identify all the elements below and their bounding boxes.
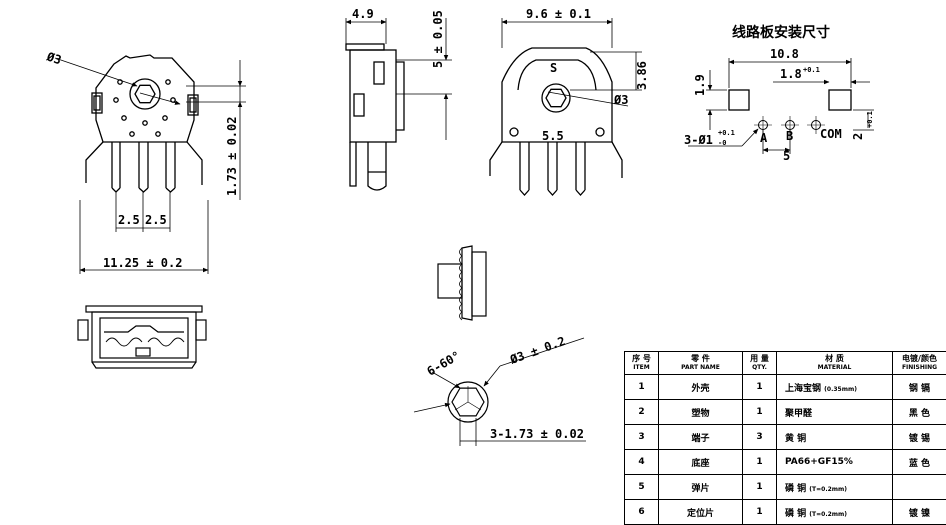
side-view <box>346 44 404 190</box>
side-width-label: 4.9 <box>352 7 374 21</box>
pcb-title: 线路板安装尺寸 <box>732 24 830 41</box>
rear-55-label: 5.5 <box>542 129 564 143</box>
pcb-holes-tol-plus: +0.1 <box>718 129 735 137</box>
table-row: 1 外壳 1 上海宝钢 (0.35mm) 钢 镉 <box>625 375 946 400</box>
shaft-dia-label: Ø3 ± 0.2 <box>507 334 567 367</box>
table-row: 4 底座 1 PA66+GF15% 蓝 色 <box>625 450 946 475</box>
pcb-d19-label: 1.9 <box>693 74 707 96</box>
front-height-label: 1.73 ± 0.02 <box>225 117 239 196</box>
pcb-d18-label: 1.8 <box>780 67 802 81</box>
front-phi3-label: Ø3 <box>44 49 63 67</box>
pcb-d2-tol: +0.1 <box>866 111 874 128</box>
rear-s-label: S <box>550 61 557 75</box>
shaft-side-view <box>438 246 486 320</box>
front-pitch-b-label: 2.5 <box>145 213 167 227</box>
rear-width-label: 9.6 ± 0.1 <box>526 7 591 21</box>
table-row: 3 端子 3 黄 铜 镀 锡 <box>625 425 946 450</box>
table-row: 2 塑物 1 聚甲醛 黑 色 <box>625 400 946 425</box>
pcb-d18-tol: +0.1 <box>803 66 820 74</box>
pcb-pin-com-label: COM <box>820 127 842 141</box>
bottom-view <box>78 306 206 368</box>
front-pitch-a-label: 2.5 <box>118 213 140 227</box>
front-view <box>86 55 202 192</box>
shaft-angle-label: 6-60° <box>425 348 463 378</box>
rear-phi3-label: Ø3 <box>613 93 628 107</box>
pcb-d2-label: 2 <box>851 133 865 140</box>
pcb-pin-a-label: A <box>760 131 768 145</box>
pcb-w108-label: 10.8 <box>770 47 799 61</box>
front-dimensions <box>55 58 246 274</box>
side-height-label: 5 ± 0.05 <box>431 10 445 68</box>
shaft-hex-label: 3-1.73 ± 0.02 <box>490 427 584 441</box>
table-row: 6 定位片 1 磷 铜 (T=0.2mm) 镀 镍 <box>625 500 946 525</box>
table-row: 5 弹片 1 磷 铜 (T=0.2mm) <box>625 475 946 500</box>
rear-386-label: 3.86 <box>635 61 649 90</box>
pcb-pitch5-label: 5 <box>783 149 790 163</box>
pcb-pin-b-label: B <box>786 129 793 143</box>
pcb-holes-tol-minus: -0 <box>718 139 726 147</box>
front-width-label: 11.25 ± 0.2 <box>103 256 182 270</box>
pcb-holes-label: 3-Ø1 <box>684 133 713 147</box>
